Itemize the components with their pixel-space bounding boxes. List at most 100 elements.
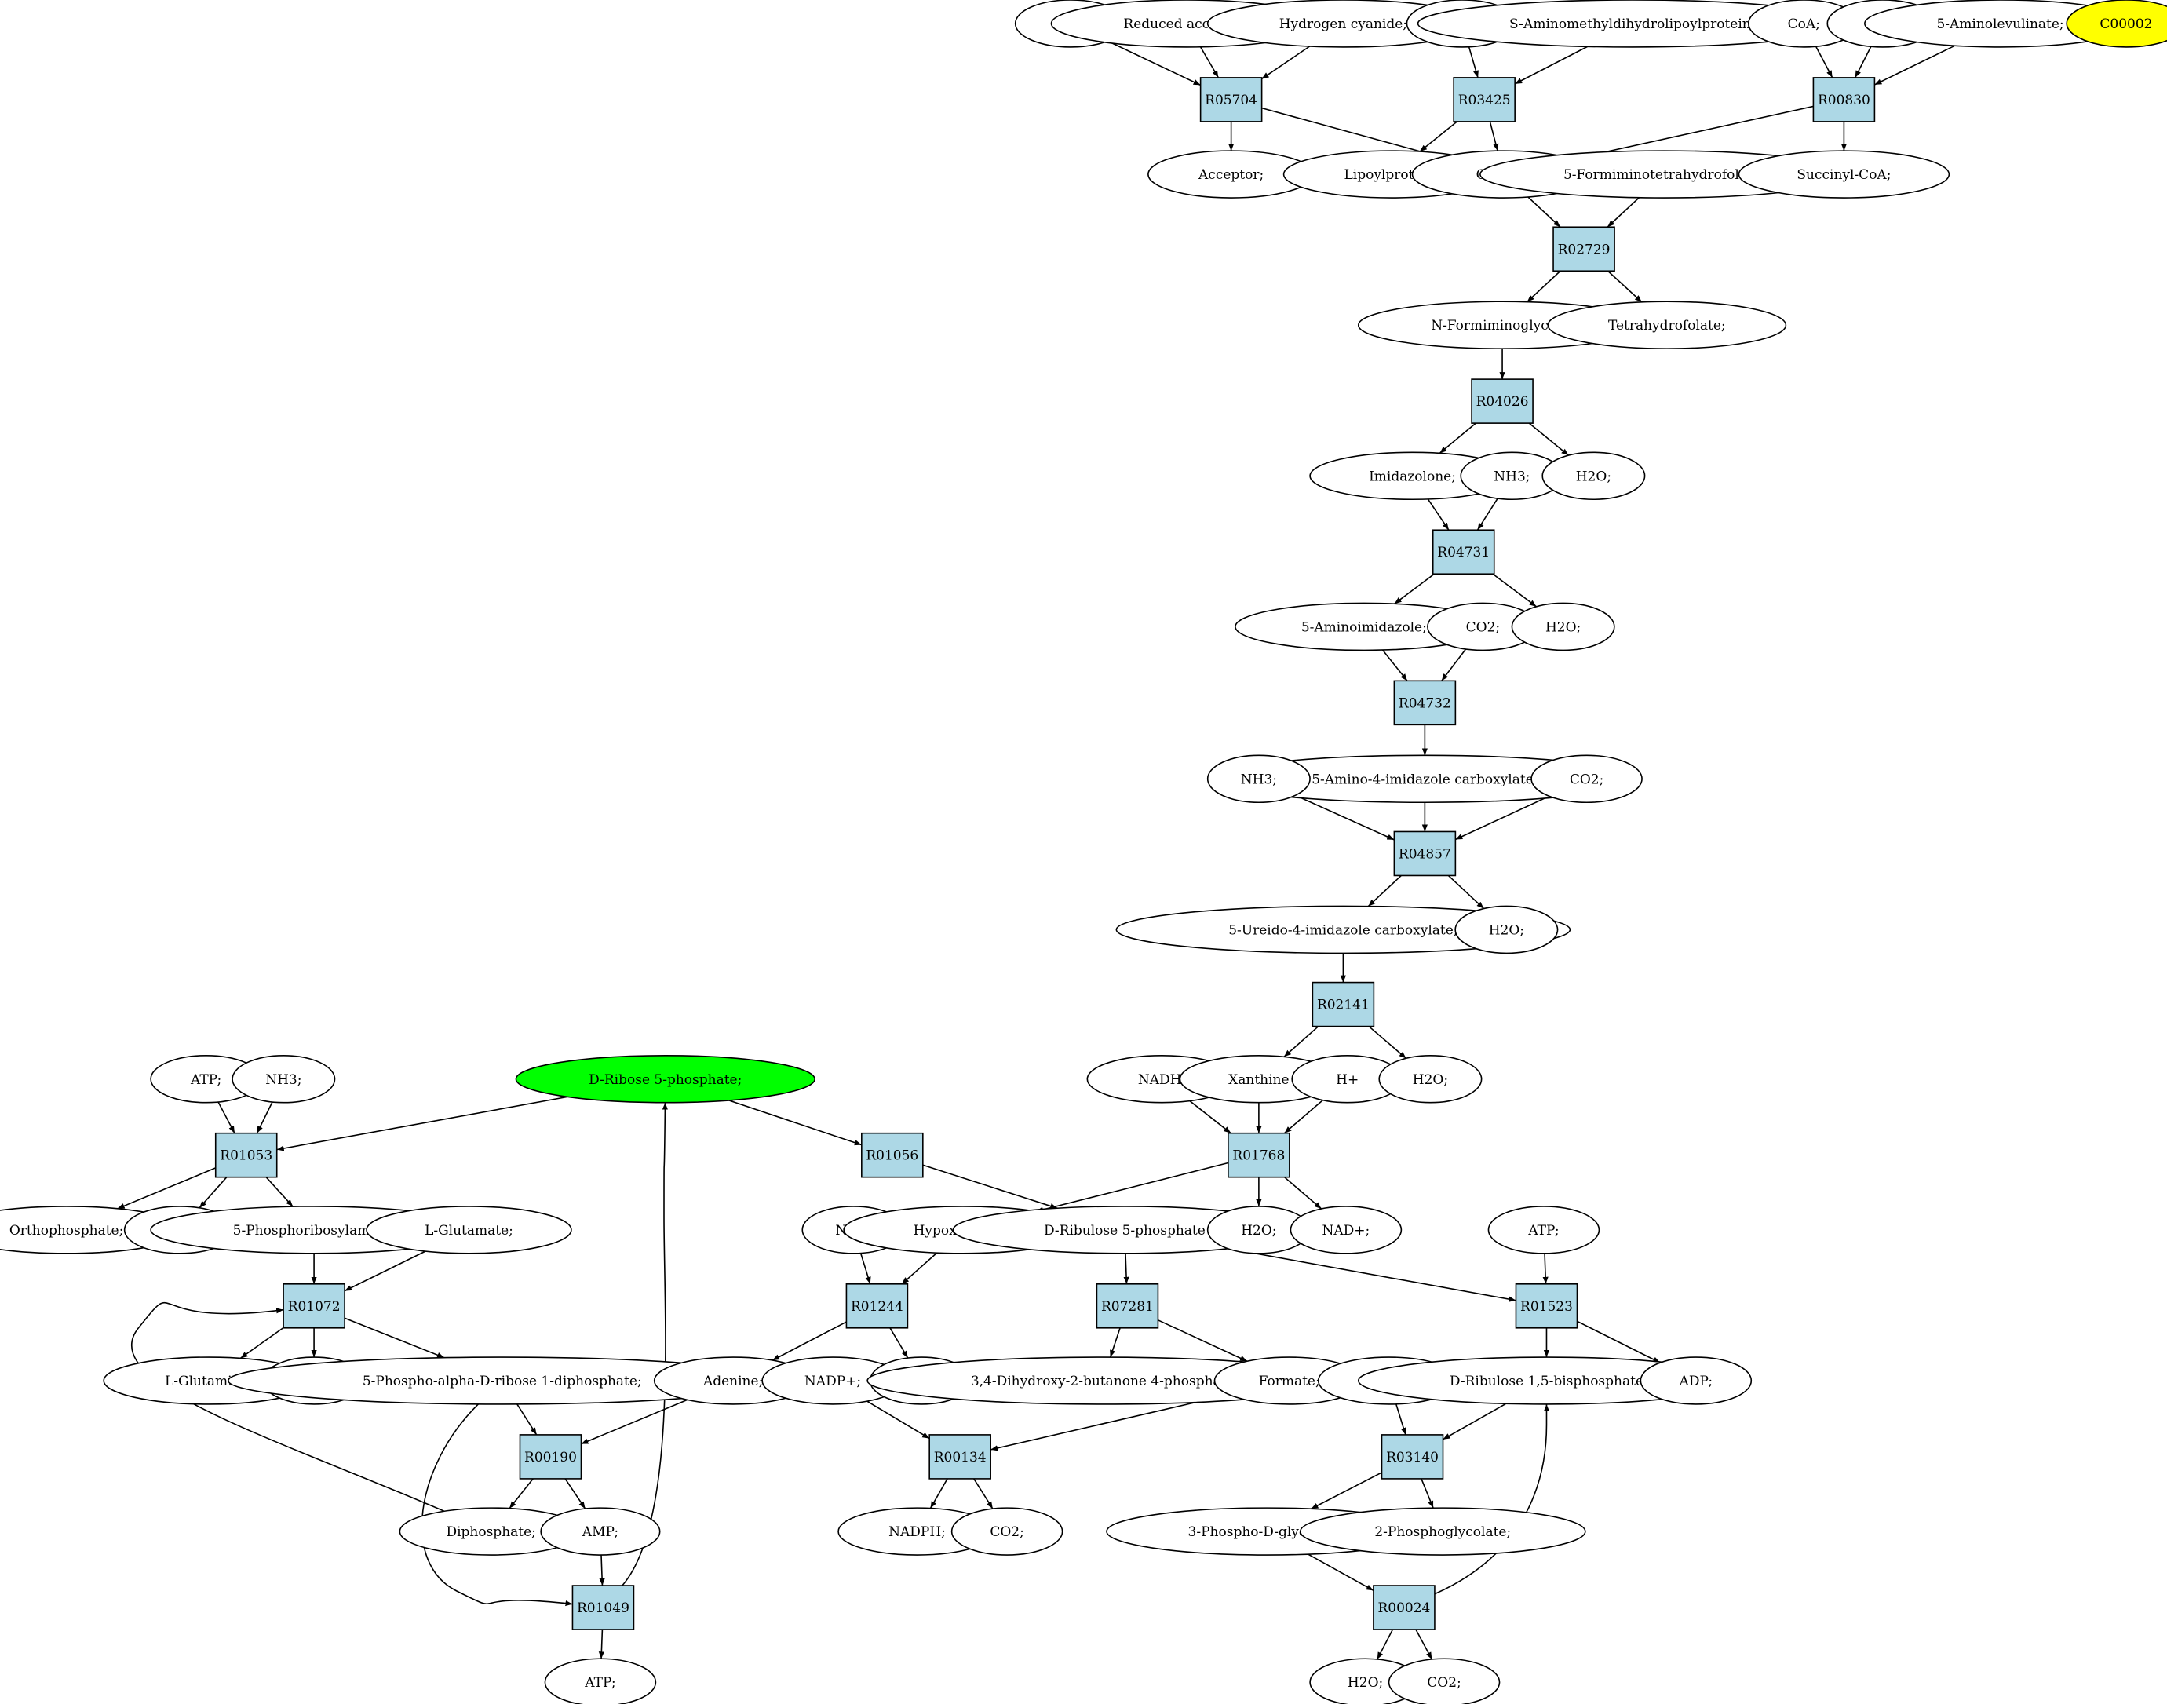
edge-R03425-to-c_glycine	[1489, 121, 1499, 151]
reaction-node-R01072[interactable]: R01072	[283, 1283, 345, 1329]
edge-R00830-to-c_glycine	[1573, 105, 1814, 161]
reaction-box	[1471, 378, 1534, 424]
compound-label: L-Glutamate;	[425, 1223, 513, 1239]
edge-c_rubp-to-R03140	[1443, 1403, 1507, 1440]
compound-label: NADH;	[1138, 1072, 1186, 1088]
reaction-box	[214, 1132, 278, 1178]
compound-node-h2o_4[interactable]: H2O;	[1378, 1054, 1483, 1104]
compound-node-hcn[interactable]: Hydrogen cyanide;	[1206, 0, 1479, 48]
compound-node-coa[interactable]: CoA;	[1748, 0, 1860, 48]
edge-c_diphos-to-R01072	[131, 1301, 445, 1513]
reaction-node-R03425[interactable]: R03425	[1453, 77, 1516, 122]
reaction-node-R01244[interactable]: R01244	[845, 1283, 909, 1329]
compound-node-h2o_1[interactable]: H2O;	[1541, 451, 1646, 501]
compound-node-thf[interactable]: Tetrahydrofolate;	[1547, 301, 1787, 349]
compound-label: 5-Aminolevulinate;	[1936, 16, 2063, 32]
edge-c_redacc-to-R05704	[1199, 46, 1220, 78]
edge-R01053-to-c_adp_1	[199, 1177, 228, 1209]
reaction-node-R04857[interactable]: R04857	[1393, 830, 1457, 877]
compound-ellipse	[232, 1054, 336, 1104]
compound-node-aica[interactable]: 5-Amino-4-imidazole carboxylate;	[1212, 754, 1637, 804]
compound-node-nh3_2[interactable]: NH3;	[1206, 754, 1311, 804]
reaction-box	[1381, 1434, 1444, 1480]
reaction-node-R01049[interactable]: R01049	[571, 1585, 635, 1630]
reaction-node-R05704[interactable]: R05704	[1199, 77, 1263, 122]
compound-label: NH3;	[1494, 469, 1530, 484]
compound-label: CO2;	[1427, 1675, 1461, 1691]
compound-node-dhbp[interactable]: 3,4-Dihydroxy-2-butanone 4-phosphate	[866, 1356, 1339, 1405]
reaction-node-R04731[interactable]: R04731	[1432, 529, 1495, 575]
compound-node-ru5p[interactable]: D-Ribulose 5-phosphate	[952, 1206, 1297, 1254]
reaction-box	[519, 1434, 582, 1480]
edge-c_co2_1-to-R05704	[1107, 40, 1201, 86]
compound-node-ureido[interactable]: 5-Ureido-4-imidazole carboxylate;	[1115, 905, 1571, 954]
compound-node-succoa[interactable]: Succinyl-CoA;	[1738, 150, 1950, 199]
reaction-node-R04732[interactable]: R04732	[1393, 680, 1457, 726]
compound-node-nadp_plus[interactable]: NAD+;	[1290, 1206, 1403, 1254]
compound-node-2pg[interactable]: 2-Phosphoglycolate;	[1299, 1507, 1586, 1556]
compound-node-c00002[interactable]: C00002	[2066, 0, 2167, 48]
compound-node-ala[interactable]: 5-Aminolevulinate;	[1864, 0, 2137, 48]
reaction-node-R03140[interactable]: R03140	[1381, 1434, 1444, 1480]
compound-node-co2_6[interactable]: CO2;	[950, 1507, 1063, 1556]
compound-node-imidazolone[interactable]: Imidazolone;	[1309, 451, 1516, 501]
compound-label: ATP;	[584, 1675, 615, 1691]
compound-ellipse	[1738, 150, 1950, 199]
reaction-node-R01523[interactable]: R01523	[1515, 1283, 1578, 1329]
compound-node-prpp[interactable]: 5-Phospho-alpha-D-ribose 1-diphosphate;	[228, 1356, 777, 1405]
reaction-node-R01053[interactable]: R01053	[214, 1132, 278, 1178]
reaction-node-R00024[interactable]: R00024	[1373, 1585, 1436, 1630]
compound-label: D-Ribulose 1,5-bisphosphate	[1450, 1374, 1643, 1389]
edge-c_r5p-to-R01053	[276, 1096, 568, 1151]
reaction-node-R04026[interactable]: R04026	[1471, 378, 1534, 424]
edge-R00024-to-c_rubp	[1434, 1403, 1550, 1595]
compound-node-amp[interactable]: AMP;	[540, 1507, 661, 1556]
reaction-node-R00190[interactable]: R00190	[519, 1434, 582, 1480]
compound-node-nh3_1[interactable]: NH3;	[1460, 451, 1564, 501]
compound-node-rubp[interactable]: D-Ribulose 1,5-bisphosphate	[1357, 1356, 1735, 1405]
edge-c_adenine-to-R00190	[581, 1399, 688, 1445]
reaction-node-R01768[interactable]: R01768	[1228, 1132, 1290, 1178]
reaction-node-R01056[interactable]: R01056	[861, 1132, 924, 1178]
reaction-node-R07281[interactable]: R07281	[1096, 1283, 1159, 1329]
compound-label: Tetrahydrofolate;	[1608, 318, 1726, 334]
reaction-node-R00830[interactable]: R00830	[1812, 77, 1876, 122]
compound-label: Imidazolone;	[1369, 469, 1456, 484]
compound-label: CO2;	[1466, 619, 1501, 635]
compound-node-co2_5[interactable]: CO2;	[1530, 754, 1643, 804]
edge-c_nadpp-to-R00134	[866, 1400, 930, 1440]
reaction-label: R04731	[1437, 545, 1490, 560]
reaction-label: R00134	[934, 1450, 987, 1465]
compound-ellipse	[950, 1507, 1063, 1556]
edge-R03140-to-c_2pg	[1421, 1478, 1434, 1509]
compound-node-adp_2[interactable]: ADP;	[1640, 1356, 1753, 1405]
compound-node-r5p[interactable]: D-Ribose 5-phosphate;	[515, 1054, 815, 1104]
compound-label: D-Ribose 5-phosphate;	[589, 1072, 742, 1088]
reaction-label: R04026	[1476, 394, 1529, 410]
reaction-node-R02141[interactable]: R02141	[1312, 981, 1375, 1027]
edge-R01053-to-c_5pra	[265, 1177, 294, 1207]
compound-node-nh3_3[interactable]: NH3;	[232, 1054, 336, 1104]
compound-node-samdlp[interactable]: S-Aminomethyldihydrolipoylprotein;	[1417, 0, 1848, 48]
compound-node-co2_7[interactable]: CO2;	[1388, 1658, 1501, 1706]
compound-node-h2o_2[interactable]: H2O;	[1511, 602, 1615, 651]
compound-node-aminoimid[interactable]: 5-Aminoimidazole;	[1235, 602, 1494, 651]
compound-label: Orthophosphate;	[9, 1223, 123, 1239]
compound-node-atp_1[interactable]: ATP;	[150, 1054, 262, 1104]
compound-node-h2o_3[interactable]: H2O;	[1454, 905, 1559, 954]
compound-node-atp_3[interactable]: ATP;	[544, 1658, 657, 1706]
edge-R03140-to-c_3pg	[1311, 1472, 1382, 1509]
edge-c_co2_2-to-R03425	[1468, 46, 1479, 78]
edge-c_co2_5-to-R04857	[1455, 795, 1550, 841]
edge-R04026-to-c_imidazolone	[1439, 422, 1476, 454]
compound-node-co2_4[interactable]: CO2;	[1427, 602, 1539, 651]
compound-node-nadpp[interactable]: NADP+;	[761, 1356, 904, 1405]
compound-node-lglu[interactable]: L-Glutamate;	[366, 1206, 572, 1254]
reaction-node-R02729[interactable]: R02729	[1552, 226, 1615, 272]
compound-ellipse	[515, 1054, 815, 1104]
compound-node-atp_2[interactable]: ATP;	[1487, 1206, 1600, 1254]
compound-node-h2o_5[interactable]: H2O;	[1206, 1206, 1311, 1254]
edge-c_nh3_1-to-R04731	[1476, 498, 1498, 531]
reaction-node-R00134[interactable]: R00134	[928, 1434, 991, 1480]
